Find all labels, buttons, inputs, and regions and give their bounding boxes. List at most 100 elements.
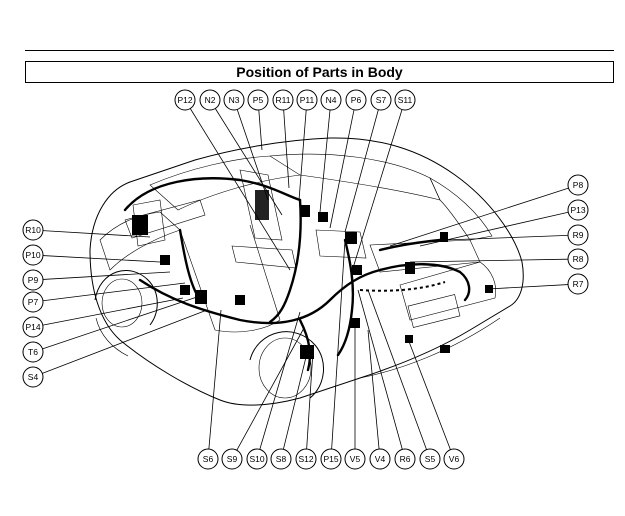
leader-line-p14: [42, 297, 184, 326]
callout-label: P7: [28, 297, 39, 307]
callout-n2: N2: [199, 89, 221, 111]
callout-r9: R9: [567, 224, 589, 246]
callout-circle: [394, 448, 416, 470]
leader-line-s6: [208, 309, 222, 450]
callout-r6: R6: [394, 448, 416, 470]
callout-s9: S9: [221, 448, 243, 470]
callout-label: S12: [298, 454, 313, 464]
callout-label: N4: [326, 95, 337, 105]
callout-p14: P14: [22, 316, 44, 338]
leader-line-p11: [298, 109, 307, 201]
callout-circle: [296, 89, 318, 111]
leader-line-s11: [352, 109, 403, 269]
leader-line-s8: [282, 348, 309, 450]
callout-circle: [369, 448, 391, 470]
callout-label: P5: [253, 95, 264, 105]
leader-line-p12: [189, 108, 291, 271]
callout-n4: N4: [320, 89, 342, 111]
callout-circle: [345, 89, 367, 111]
callout-circle: [567, 273, 589, 295]
callout-circle: [567, 248, 589, 270]
callout-circle: [22, 269, 44, 291]
callout-circle: [247, 89, 269, 111]
callout-p15: P15: [320, 448, 342, 470]
callout-label: P11: [300, 95, 315, 105]
callout-v6: V6: [443, 448, 465, 470]
callout-label: P12: [177, 95, 192, 105]
callout-label: R7: [573, 279, 584, 289]
callout-circle: [344, 448, 366, 470]
callout-label: S11: [398, 95, 413, 105]
leader-line-p7: [42, 282, 186, 302]
leader-line-p13: [419, 211, 569, 247]
leader-line-s9: [236, 327, 305, 451]
callout-circle: [320, 89, 342, 111]
callout-r7: R7: [567, 273, 589, 295]
callout-circle: [419, 448, 441, 470]
callout-label: S9: [227, 454, 238, 464]
leader-line-p15: [331, 239, 346, 450]
callout-p6: P6: [345, 89, 367, 111]
callout-p12: P12: [174, 89, 196, 111]
callout-circle: [22, 219, 44, 241]
callout-label: R11: [276, 95, 291, 105]
callout-circle: [22, 341, 44, 363]
callout-label: N3: [229, 95, 240, 105]
callout-label: P6: [351, 95, 362, 105]
callout-label: P15: [323, 454, 338, 464]
callout-p11: P11: [296, 89, 318, 111]
callout-r11: R11: [272, 89, 294, 111]
callout-circle: [22, 291, 44, 313]
callout-circle: [221, 448, 243, 470]
callout-circle: [22, 366, 44, 388]
callout-label: P14: [25, 322, 40, 332]
callout-v4: V4: [369, 448, 391, 470]
callout-circle: [370, 89, 392, 111]
callout-circle: [199, 89, 221, 111]
leader-line-s10: [259, 311, 301, 450]
leader-line-p10: [42, 255, 161, 263]
callout-label: P13: [570, 205, 585, 215]
callout-label: R6: [400, 454, 411, 464]
callout-label: P10: [25, 250, 40, 260]
leader-line-r11: [283, 109, 290, 189]
callout-label: S10: [249, 454, 264, 464]
leader-line-r6: [357, 289, 403, 450]
leader-line-v6: [407, 338, 451, 450]
callout-circle: [223, 89, 245, 111]
callout-label: S4: [28, 372, 39, 382]
leader-line-p9: [42, 271, 171, 280]
callout-label: S5: [425, 454, 436, 464]
leader-line-p8: [389, 187, 569, 247]
callout-label: R8: [573, 254, 584, 264]
callout-circle: [272, 89, 294, 111]
leader-line-p5: [258, 109, 263, 151]
callout-s11: S11: [394, 89, 416, 111]
leader-line-r10: [42, 230, 151, 238]
callout-n3: N3: [223, 89, 245, 111]
leader-line-t6: [42, 296, 198, 350]
callout-circle: [443, 448, 465, 470]
callout-v5: V5: [344, 448, 366, 470]
callout-circle: [22, 316, 44, 338]
callout-circle: [270, 448, 292, 470]
callout-circle: [246, 448, 268, 470]
callout-label: P8: [573, 180, 584, 190]
components: [132, 190, 493, 359]
callout-p8: P8: [567, 174, 589, 196]
callout-s5: S5: [419, 448, 441, 470]
callout-p9: P9: [22, 269, 44, 291]
leader-line-s4: [42, 309, 208, 374]
callout-label: T6: [28, 347, 38, 357]
callout-circle: [394, 89, 416, 111]
callout-circle: [567, 174, 589, 196]
callout-p7: P7: [22, 291, 44, 313]
callout-label: V6: [449, 454, 460, 464]
leader-line-r9: [444, 234, 569, 241]
callout-label: S8: [276, 454, 287, 464]
callout-s7: S7: [370, 89, 392, 111]
callout-label: V5: [350, 454, 361, 464]
